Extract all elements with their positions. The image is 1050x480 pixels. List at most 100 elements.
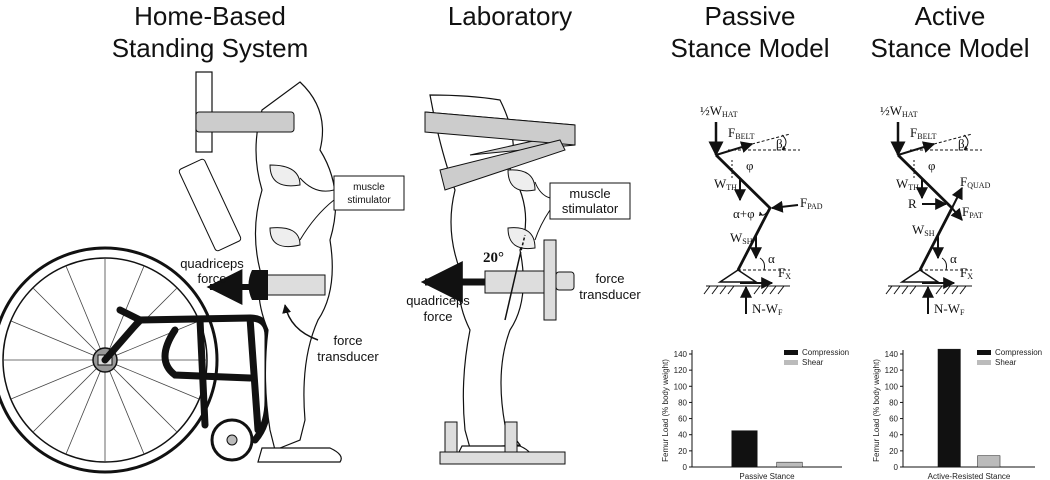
passive-alpha-phi: α+φ	[733, 206, 755, 221]
force-transducer-block	[248, 270, 268, 300]
active-bar-compression	[937, 348, 961, 468]
passive-n-wf: N-WF	[752, 301, 783, 317]
lab-force-plate	[543, 239, 557, 321]
active-beta: β	[958, 136, 965, 151]
active-legend-label-compression: Compression	[995, 348, 1042, 357]
active-legend-swatch-compression	[977, 350, 991, 355]
passive-bar-compression	[731, 430, 758, 468]
passive-f-x: FX	[778, 265, 791, 281]
lab-muscle-stimulator-label-2: stimulator	[562, 201, 619, 216]
home-transducer-label-1: force	[334, 333, 363, 348]
caster-wheel	[210, 418, 254, 462]
passive-y-tick-label: 40	[678, 431, 687, 440]
passive-y-tick-label: 60	[678, 415, 687, 424]
header-passive: Passive Stance Model	[660, 0, 840, 64]
passive-free-body-diagram: ½WHAT FBELT β φ WTH α+φ FPAD WSH α FX N-…	[700, 103, 823, 317]
active-bar-shear	[977, 455, 1001, 468]
active-legend-label-shear: Shear	[995, 358, 1017, 367]
active-y-tick-label: 40	[889, 431, 898, 440]
home-transducer-pointer	[282, 304, 319, 341]
passive-y-axis-label: Femur Load (% body weight)	[661, 359, 670, 462]
active-w-hat: ½WHAT	[880, 103, 918, 119]
active-phi: φ	[928, 158, 936, 173]
lab-electrode-upper	[507, 169, 536, 192]
passive-w-th: WTH	[714, 176, 737, 192]
lab-angle-label: 20°	[483, 250, 504, 266]
lab-footplate-post-left	[444, 421, 458, 457]
active-w-th: WTH	[896, 176, 919, 192]
passive-legend-label-shear: Shear	[802, 358, 824, 367]
lab-muscle-stimulator-box	[549, 182, 631, 220]
passive-legend-swatch-compression	[784, 350, 798, 355]
header-active-line1: Active	[914, 1, 986, 31]
header-home: Home-Based Standing System	[95, 0, 325, 64]
home-person-silhouette	[254, 81, 342, 463]
back-pad	[178, 158, 242, 252]
chest-belt	[195, 111, 295, 133]
lab-illustration: 20° muscle stimulator quadriceps force f…	[406, 94, 641, 465]
active-r: R	[908, 196, 917, 211]
header-lab-line1: Laboratory	[447, 1, 573, 31]
home-muscle-stimulator-label-2: stimulator	[347, 195, 391, 206]
lab-stim-lead-2	[534, 209, 551, 241]
home-stim-lead-2	[299, 199, 335, 241]
active-w-sh: WSH	[912, 222, 935, 238]
active-x-axis-label: Active-Resisted Stance	[928, 472, 1011, 480]
passive-phi: φ	[746, 158, 754, 173]
active-n-wf: N-WF	[934, 301, 965, 317]
home-muscle-stimulator-box	[333, 175, 405, 211]
active-y-tick-label: 80	[889, 398, 898, 407]
passive-f-belt: FBELT	[728, 125, 755, 141]
active-f-quad: FQUAD	[960, 174, 991, 190]
passive-bar-shear	[776, 461, 803, 468]
passive-w-sh: WSH	[730, 230, 753, 246]
passive-f-pad: FPAD	[800, 195, 823, 211]
header-lab: Laboratory	[420, 0, 600, 32]
passive-y-tick-label: 0	[683, 463, 688, 472]
active-y-tick-label: 100	[885, 382, 899, 391]
lab-muscle-stimulator-label-1: muscle	[569, 186, 610, 201]
header-home-line2: Standing System	[111, 33, 309, 63]
active-y-tick-label: 120	[885, 366, 899, 375]
active-f-x: FX	[960, 265, 973, 281]
passive-w-hat: ½WHAT	[700, 103, 738, 119]
lab-footplate-post-right	[504, 421, 518, 457]
lab-electrode-lower	[507, 227, 536, 250]
passive-x-axis-label: Passive Stance	[739, 472, 795, 480]
active-y-tick-label: 140	[885, 350, 899, 359]
active-y-tick-label: 0	[894, 463, 899, 472]
active-y-axis-label: Femur Load (% body weight)	[872, 359, 881, 462]
lab-transducer-label-2: transducer	[579, 287, 641, 302]
knee-pad	[264, 274, 326, 296]
home-transducer-label-2: transducer	[317, 349, 379, 364]
header-passive-line1: Passive	[704, 1, 796, 31]
home-muscle-stimulator-label-1: muscle	[353, 182, 385, 193]
header-home-line1: Home-Based	[134, 1, 286, 31]
home-quadriceps-label-1: quadriceps	[180, 256, 244, 271]
passive-alpha: α	[768, 251, 775, 266]
lab-quadriceps-label-1: quadriceps	[406, 293, 470, 308]
passive-y-tick-label: 140	[674, 350, 688, 359]
passive-y-tick-label: 20	[678, 447, 687, 456]
lab-transducer-label-1: force	[596, 271, 625, 286]
lab-leg-axis	[504, 254, 521, 321]
active-free-body-diagram: ½WHAT FBELT β φ WTH FQUAD R FPAT WSH α F…	[880, 103, 991, 317]
active-y-tick-label: 60	[889, 415, 898, 424]
home-system-illustration: muscle stimulator quadriceps force force…	[0, 71, 405, 474]
home-stim-lead-1	[299, 177, 335, 192]
header-passive-line2: Stance Model	[670, 33, 830, 63]
active-f-belt: FBELT	[910, 125, 937, 141]
passive-y-tick-label: 80	[678, 398, 687, 407]
passive-y-tick-label: 120	[674, 366, 688, 375]
lab-footplate	[439, 451, 566, 465]
home-quadriceps-label-2: force	[198, 271, 227, 286]
lab-quadriceps-label-2: force	[424, 309, 453, 324]
passive-y-tick-label: 100	[674, 382, 688, 391]
passive-legend-label-compression: Compression	[802, 348, 849, 357]
lab-stim-lead-1	[534, 181, 551, 199]
active-y-tick-label: 20	[889, 447, 898, 456]
active-alpha: α	[950, 251, 957, 266]
passive-beta: β	[776, 136, 783, 151]
